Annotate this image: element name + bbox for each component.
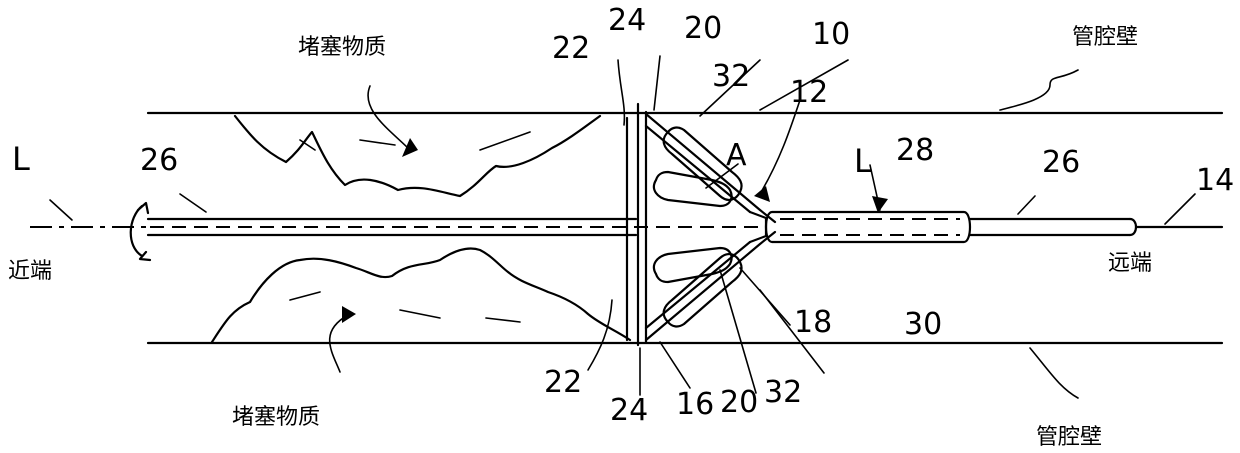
label-axis-right: L: [854, 142, 872, 180]
catheter-28: [766, 212, 970, 242]
occlusion-bottom-texture: [290, 292, 520, 322]
ref-16: 16: [676, 387, 714, 422]
arrowheads: [342, 138, 888, 323]
ref-22-bottom: 22: [544, 365, 582, 400]
ref-24-top: 24: [608, 3, 646, 38]
ref-26-left: 26: [140, 143, 178, 178]
ref-10: 10: [812, 17, 850, 52]
ref-32-bottom: 32: [764, 375, 802, 410]
ref-14: 14: [1196, 163, 1234, 198]
ref-20-top: 20: [684, 11, 722, 46]
ref-20-bottom: 20: [720, 385, 758, 420]
ref-32-top: 32: [712, 59, 750, 94]
ref-30: 30: [904, 307, 942, 342]
rotation-arrow: [131, 203, 150, 260]
ref-18: 18: [794, 305, 832, 340]
label-occlusion-bottom: 堵塞物质: [232, 405, 320, 430]
ref-24-bottom: 24: [610, 393, 648, 428]
label-wall-top: 管腔壁: [1072, 25, 1138, 50]
ref-22-top: 22: [552, 31, 590, 66]
label-distal: 远端: [1108, 251, 1152, 276]
occlusion-bottom-shape: [212, 248, 630, 342]
label-proximal: 近端: [8, 259, 52, 284]
label-occlusion-top: 堵塞物质: [298, 35, 386, 60]
label-area-a: A: [726, 138, 747, 173]
ref-28: 28: [896, 133, 934, 168]
ref-26-right: 26: [1042, 145, 1080, 180]
label-axis-left: L: [12, 140, 30, 178]
ref-12: 12: [790, 75, 828, 110]
occlusion-top-shape: [235, 116, 600, 196]
label-wall-bottom: 管腔壁: [1036, 425, 1102, 450]
